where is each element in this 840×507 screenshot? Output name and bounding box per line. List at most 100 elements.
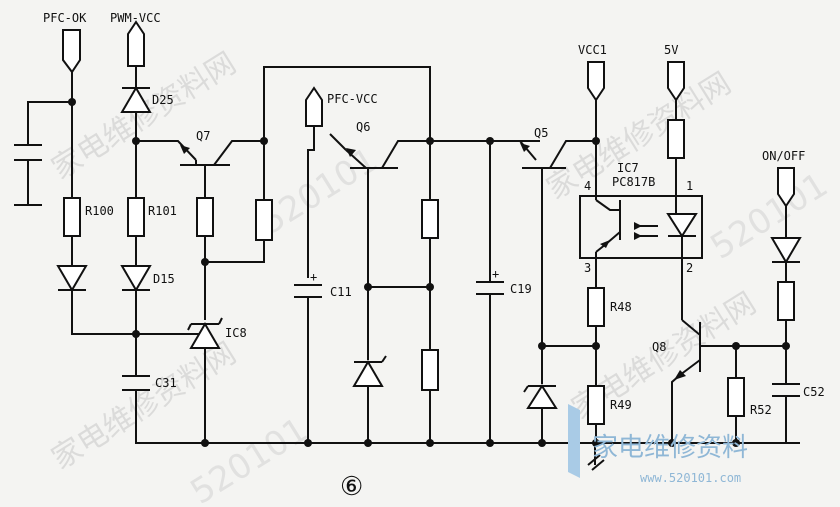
d25-label: D25	[152, 93, 174, 107]
ic7-pin3: 3	[584, 261, 591, 275]
watermark-number-3: 520101	[704, 165, 835, 268]
ic8-regulator	[189, 322, 221, 349]
c31-label: C31	[155, 376, 177, 390]
zener-q5	[526, 384, 558, 409]
q5-arrow	[520, 143, 530, 152]
q6-resistor-bottom	[421, 349, 439, 391]
vcc1-terminal	[587, 61, 605, 102]
junction	[592, 439, 600, 447]
5v-resistor	[667, 119, 685, 159]
q8-arrow	[674, 370, 686, 380]
r52-label: R52	[750, 403, 772, 417]
watermark-number-1: 520101	[254, 140, 385, 243]
logo-text: 家电维修资料	[592, 433, 748, 463]
r48-label: R48	[610, 300, 632, 314]
q5-collector-wire	[549, 140, 595, 169]
r101-label: R101	[148, 204, 177, 218]
junction	[426, 439, 434, 447]
site-logo: 家电维修资料 www.520101.com	[568, 404, 748, 485]
wire	[675, 158, 683, 320]
r49-resistor	[587, 385, 605, 425]
pfc-ok-label: PFC-OK	[43, 11, 87, 25]
5v-terminal	[667, 61, 685, 102]
c52-label: C52	[803, 385, 825, 399]
c11-plus: +	[310, 270, 317, 284]
ic7-led	[666, 213, 698, 238]
q5-emitter-wire	[517, 140, 540, 161]
r100-resistor	[63, 197, 81, 237]
junction	[426, 283, 434, 291]
ic7-pin1: 1	[686, 179, 693, 193]
ic7-part-label: PC817B	[612, 175, 655, 189]
on-off-terminal	[777, 167, 795, 208]
r49-label: R49	[610, 398, 632, 412]
d15-diode	[120, 265, 152, 292]
d15-label: D15	[153, 272, 175, 286]
junction	[201, 439, 209, 447]
c11-label: C11	[330, 285, 352, 299]
junction	[132, 330, 140, 338]
on-off-resistor	[777, 281, 795, 321]
wire-pfc-vcc	[307, 126, 315, 278]
r101-resistor	[127, 197, 145, 237]
watermark-number-2: 520101	[184, 410, 315, 507]
pwm-vcc-terminal	[127, 20, 145, 67]
ic7-pin4: 4	[584, 179, 591, 193]
q5-label: Q5	[534, 126, 548, 140]
q7-label: Q7	[196, 129, 210, 143]
figure-number: ⑥	[340, 472, 363, 502]
logo-mark	[568, 404, 580, 478]
on-off-diode	[770, 237, 802, 264]
wire-top-loop	[263, 66, 431, 200]
logo-url: www.520101.com	[640, 471, 741, 485]
q7-base-bar	[180, 160, 230, 166]
zener-q6	[352, 360, 384, 387]
q6-label: Q6	[356, 120, 370, 134]
junction	[486, 439, 494, 447]
q6-arrow	[346, 148, 356, 157]
pfc-ok-terminal	[62, 29, 81, 74]
zener-q6-bar	[354, 355, 387, 363]
q6-collector-wire	[381, 140, 430, 169]
ic7-optocoupler-box	[579, 195, 703, 259]
wire-diode-left-to-ic8	[71, 290, 200, 335]
junction	[364, 439, 372, 447]
c31-capacitor	[122, 375, 150, 443]
q7-base-resistor	[196, 197, 214, 237]
pwm-vcc-label: PWM-VCC	[110, 11, 161, 25]
c19-label: C19	[510, 282, 532, 296]
q8-collector-wire	[681, 319, 701, 336]
watermark-text-2: 家电维修资料网	[46, 336, 243, 477]
junction	[668, 439, 676, 447]
pfc-vcc-label: PFC-VCC	[327, 92, 378, 106]
ic7-phototransistor-arrow	[600, 240, 610, 248]
r100-label: R100	[85, 204, 114, 218]
c11-capacitor	[294, 284, 322, 443]
c52-capacitor	[772, 320, 800, 443]
junction	[592, 137, 600, 145]
vcc1-label: VCC1	[578, 43, 607, 57]
junction	[538, 439, 546, 447]
5v-label: 5V	[664, 43, 678, 57]
q7-arrow	[180, 145, 190, 154]
ic7-light-heads	[634, 222, 642, 240]
r52-resistor	[727, 377, 745, 417]
pfc-vcc-terminal	[305, 86, 323, 127]
q7-collector-wire	[213, 140, 264, 166]
q6-resistor-top	[421, 199, 439, 239]
junction	[304, 439, 312, 447]
ic7-label: IC7	[617, 161, 639, 175]
q7-collector-resistor	[255, 199, 273, 241]
r48-resistor	[587, 287, 605, 327]
junction	[732, 439, 740, 447]
diode-left	[56, 265, 88, 292]
c19-capacitor	[476, 141, 504, 443]
on-off-label: ON/OFF	[762, 149, 805, 163]
ic8-label: IC8	[225, 326, 247, 340]
zener-q5-bar	[523, 385, 556, 393]
capacitor-left	[14, 101, 72, 206]
ic8-bar	[187, 317, 223, 331]
c19-plus: +	[492, 267, 499, 281]
